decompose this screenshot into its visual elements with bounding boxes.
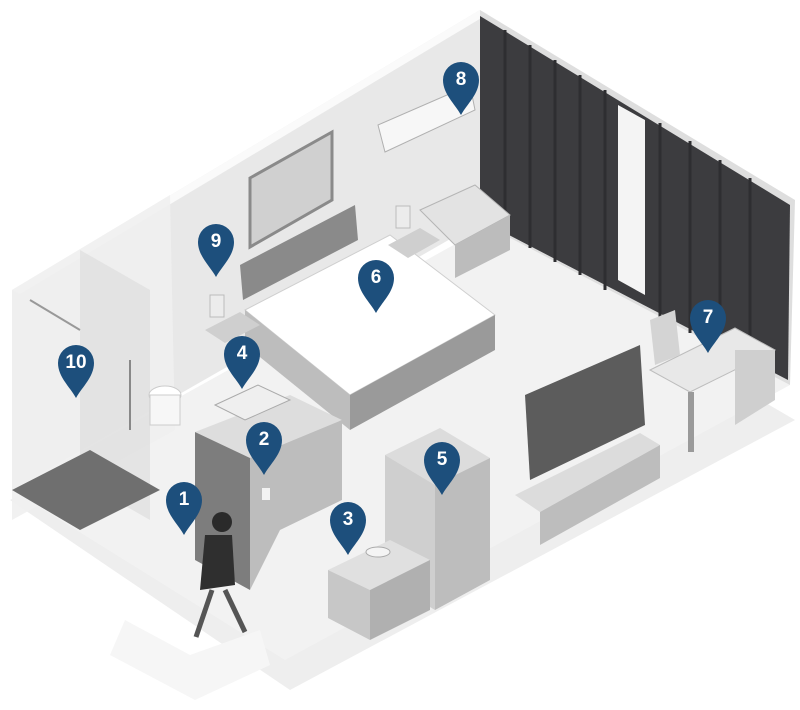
lamp-right [395, 205, 411, 229]
side-table-front [328, 570, 370, 640]
marker-entrance[interactable]: 1 [164, 480, 204, 536]
shower-glass [80, 250, 150, 520]
wall-picture [248, 129, 334, 250]
headboard [240, 205, 358, 300]
marker-air-conditioner[interactable]: 8 [441, 60, 481, 116]
window [618, 105, 645, 295]
marker-number: 4 [236, 343, 248, 364]
lamp-left [209, 294, 225, 318]
side-table-side [370, 560, 430, 640]
marker-number: 3 [342, 509, 354, 530]
map-pin-icon [330, 502, 366, 555]
marker-number: 8 [455, 69, 467, 90]
marker-number: 9 [210, 231, 222, 252]
armchair-side [455, 215, 510, 278]
marker-desk[interactable]: 7 [688, 298, 728, 354]
marker-bathroom-sink[interactable]: 4 [222, 334, 262, 390]
marker-number: 2 [258, 429, 270, 450]
marker-number: 1 [178, 489, 190, 510]
map-pin-icon [246, 422, 282, 475]
nightstand-right [388, 228, 440, 258]
toilet-base [149, 394, 181, 426]
marker-number: 10 [65, 352, 87, 373]
bed-side [350, 315, 495, 430]
entry-path [110, 620, 270, 700]
tv [525, 345, 645, 480]
marker-wardrobe[interactable]: 5 [422, 440, 462, 496]
nightstand-left [205, 312, 260, 343]
desk-drawer [735, 350, 775, 425]
chair-back [650, 310, 680, 365]
side-table-top [328, 540, 430, 590]
guest-person [193, 512, 248, 638]
map-pin-icon [424, 442, 460, 495]
map-pin-icon [166, 482, 202, 535]
marker-shower[interactable]: 10 [56, 343, 96, 399]
shower-floor [12, 450, 160, 530]
sink-counter [213, 384, 292, 421]
marker-door-key-slot[interactable]: 2 [244, 420, 284, 476]
marker-number: 6 [370, 267, 382, 288]
marker-bed[interactable]: 6 [356, 258, 396, 314]
map-pin-icon [443, 62, 479, 115]
map-pin-icon [58, 345, 94, 398]
map-pin-icon [198, 224, 234, 277]
shower-head [29, 299, 81, 331]
bed-front [245, 310, 350, 430]
map-pin-icon [358, 260, 394, 313]
marker-bedside-lamp[interactable]: 9 [196, 222, 236, 278]
marker-bedside-basket-table[interactable]: 3 [328, 500, 368, 556]
desk-leg [688, 392, 694, 452]
map-pin-icon [690, 300, 726, 353]
key-card-slot [262, 488, 270, 500]
tv-stand-top [515, 433, 660, 512]
tv-stand-side [540, 445, 660, 545]
basket [365, 546, 391, 558]
marker-number: 7 [702, 307, 714, 328]
air-conditioner-unit [377, 84, 476, 153]
marker-number: 5 [436, 449, 448, 470]
map-pin-icon [224, 336, 260, 389]
wardrobe-side [435, 458, 490, 610]
bathroom-cube-side [250, 420, 342, 590]
